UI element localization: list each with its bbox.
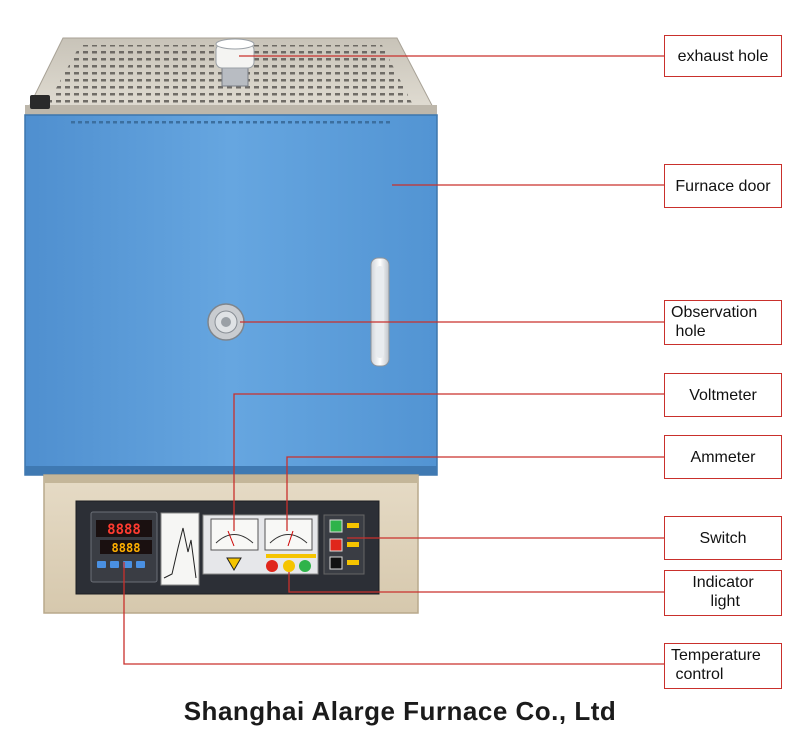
label-exhaust-hole-text: exhaust hole — [677, 47, 769, 65]
switch-green-button — [329, 519, 343, 533]
label-observation-hole-line1: Observation — [671, 304, 758, 321]
indicator-light-yellow — [283, 560, 295, 572]
leader-ammeter — [286, 456, 664, 531]
label-observation-hole: Observation hole — [664, 300, 782, 345]
door-handle — [370, 257, 390, 367]
furnace-side-latch — [30, 95, 50, 109]
ammeter-gauge — [264, 518, 313, 551]
label-temperature-control-line2: control — [671, 666, 724, 683]
controller-key-4 — [136, 561, 145, 568]
controller-sv-display: 8888 — [112, 541, 141, 555]
indicator-light-red — [266, 560, 278, 572]
exhaust-chimney — [215, 38, 255, 87]
controller-key-3 — [123, 561, 132, 568]
controller-key-2 — [110, 561, 119, 568]
switch-panel — [323, 514, 365, 575]
temperature-curve-plate — [160, 512, 200, 586]
label-furnace-door-text: Furnace door — [675, 177, 771, 195]
label-ammeter-text: Ammeter — [690, 448, 756, 466]
label-switch-text: Switch — [699, 529, 747, 547]
leader-temperature-control — [123, 562, 664, 665]
leader-indicator-light — [288, 572, 664, 593]
furnace-door-panel — [24, 114, 438, 476]
label-ammeter: Ammeter — [664, 435, 782, 479]
label-indicator-light-line1: Indicator — [692, 574, 754, 591]
label-indicator-light-line2: light — [706, 593, 740, 610]
controller-key-1 — [97, 561, 106, 568]
indicator-lights — [266, 554, 316, 572]
leader-voltmeter — [233, 393, 664, 531]
switch-red-button — [329, 538, 343, 552]
label-temperature-control: Temperature control — [664, 643, 782, 689]
label-voltmeter-text: Voltmeter — [689, 386, 757, 404]
label-voltmeter: Voltmeter — [664, 373, 782, 417]
controller-pv-display: 8888 — [107, 522, 141, 538]
label-indicator-light: Indicator light — [664, 570, 782, 616]
leader-lines — [123, 55, 664, 665]
company-name: Shanghai Alarge Furnace Co., Ltd — [183, 696, 617, 726]
temperature-controller: 8888 8888 — [90, 511, 158, 583]
label-switch: Switch — [664, 516, 782, 560]
observation-port — [207, 303, 245, 341]
label-observation-hole-line2: hole — [671, 323, 706, 340]
label-temperature-control-line1: Temperature — [671, 647, 761, 664]
label-exhaust-hole: exhaust hole — [664, 35, 782, 77]
label-furnace-door: Furnace door — [664, 164, 782, 208]
indicator-light-green — [299, 560, 311, 572]
switch-key — [329, 556, 343, 570]
warning-sticker — [226, 557, 242, 571]
